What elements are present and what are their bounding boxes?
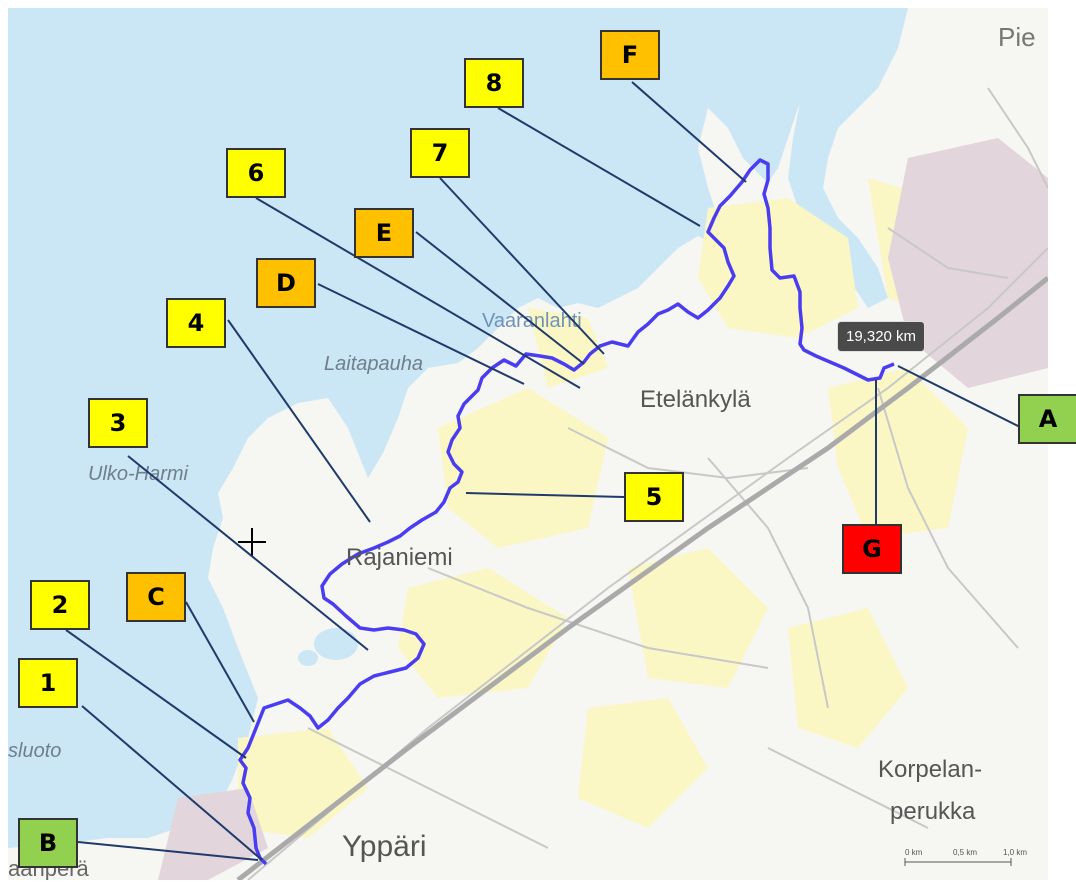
pond xyxy=(298,650,318,666)
marker-C[interactable]: C xyxy=(126,572,186,622)
marker-7[interactable]: 7 xyxy=(410,128,470,178)
marker-G[interactable]: G xyxy=(842,524,902,574)
place-label-vaaranlahti: Vaaranlahti xyxy=(482,310,582,332)
map-canvas[interactable]: Pie Vaaranlahti Laitapauha Etelänkylä Ul… xyxy=(8,8,1048,880)
marker-2[interactable]: 2 xyxy=(30,580,90,630)
map-base xyxy=(8,8,1048,880)
place-label-ypp-ari: Yppäri xyxy=(342,830,427,863)
scale-bar-line xyxy=(904,858,1012,866)
place-label-korpelan: Korpelan- xyxy=(878,756,983,783)
crosshair-icon xyxy=(238,528,266,556)
place-label-rajaniemi: Rajaniemi xyxy=(346,544,453,571)
distance-tooltip: 19,320 km xyxy=(837,321,926,352)
marker-D[interactable]: D xyxy=(256,258,316,308)
marker-8[interactable]: 8 xyxy=(464,58,524,108)
marker-F[interactable]: F xyxy=(600,30,660,80)
marker-5[interactable]: 5 xyxy=(624,472,684,522)
place-label-pie: Pie xyxy=(998,22,1036,52)
lake xyxy=(314,628,358,660)
scale-label-0: 0 km xyxy=(905,848,923,857)
railway xyxy=(236,276,1048,880)
marker-A[interactable]: A xyxy=(1018,394,1076,444)
marker-6[interactable]: 6 xyxy=(226,148,286,198)
roads xyxy=(247,87,1048,880)
place-label-laitapauha: Laitapauha xyxy=(324,353,423,375)
marker-3[interactable]: 3 xyxy=(88,398,148,448)
place-label-sluoto: sluoto xyxy=(8,740,62,762)
place-label-ulko-harmi: Ulko-Harmi xyxy=(88,463,188,485)
marker-B[interactable]: B xyxy=(18,818,78,868)
scale-label-1: 0,5 km xyxy=(953,848,978,857)
scale-bar: 0 km 0,5 km 1,0 km xyxy=(903,848,1033,878)
marker-E[interactable]: E xyxy=(354,208,414,258)
marker-4[interactable]: 4 xyxy=(166,298,226,348)
marker-1[interactable]: 1 xyxy=(18,658,78,708)
place-label-etelankyla: Etelänkylä xyxy=(640,386,751,413)
place-label-perukka: perukka xyxy=(890,798,976,825)
scale-label-2: 1,0 km xyxy=(1003,848,1028,857)
